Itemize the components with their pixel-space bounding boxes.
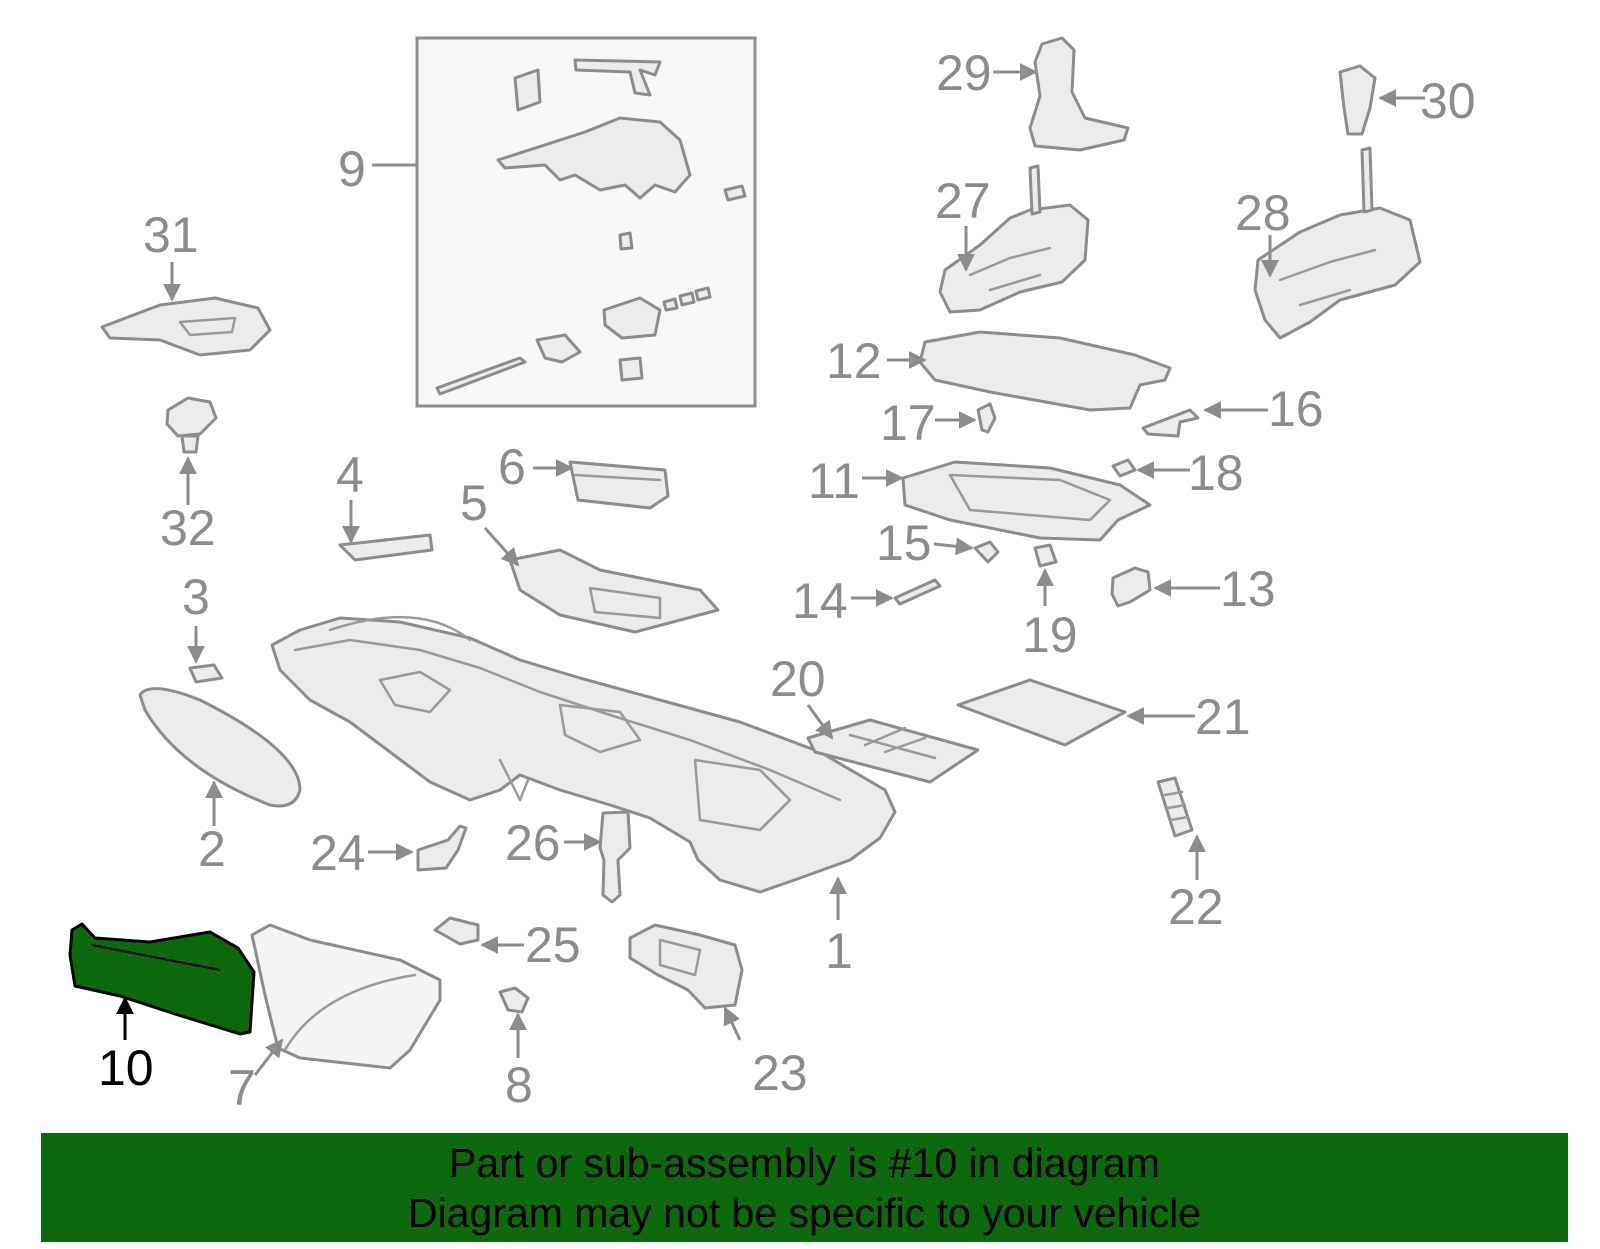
callout-2: 2 [198,821,226,877]
callout-numbers: 9 31 32 3 2 4 5 6 29 30 27 28 12 17 16 1… [98,45,1476,1116]
part-19-clip [1033,543,1058,568]
banner-line-1: Part or sub-assembly is #10 in diagram [449,1139,1160,1186]
callout-23: 23 [752,1045,808,1101]
part-30-knob [1338,64,1377,136]
leader-lines [116,63,1425,1076]
part-28-shifter [1253,206,1422,340]
callout-19: 19 [1022,607,1078,663]
callout-12: 12 [826,333,882,389]
part-1-console [270,615,897,894]
callout-9: 9 [338,141,366,197]
callout-27: 27 [935,173,991,229]
callout-31: 31 [143,207,199,263]
callout-5: 5 [460,475,488,531]
part-8-clip [498,986,530,1014]
info-banner: Part or sub-assembly is #10 in diagram D… [41,1133,1568,1242]
part-15-screw [973,540,1000,564]
part-27-shifter [938,203,1090,314]
callout-21: 21 [1195,689,1251,745]
part-13-bracket [1110,566,1152,608]
callout-20: 20 [770,651,826,707]
part-23-box [628,923,744,1010]
callout-14: 14 [792,573,848,629]
callout-18: 18 [1188,445,1244,501]
part-12-armrest [918,330,1172,412]
callout-10: 10 [98,1040,154,1096]
callout-7: 7 [228,1060,256,1116]
callout-17: 17 [880,395,936,451]
part-4-pad [338,533,434,562]
banner-line-2: Diagram may not be specific to your vehi… [407,1189,1201,1236]
callout-28: 28 [1235,185,1291,241]
part-24-bracket [416,824,468,872]
callout-4: 4 [336,447,364,503]
part-9-assembly-box [415,36,757,408]
callout-32: 32 [160,500,216,556]
callout-16: 16 [1268,381,1324,437]
callout-13: 13 [1220,561,1276,617]
part-2-panel [138,687,302,808]
callout-1: 1 [825,923,853,979]
part-14-pin [893,578,942,606]
part-32-knob [165,396,218,438]
callout-29: 29 [936,45,992,101]
callout-6: 6 [498,439,526,495]
callout-26: 26 [505,815,561,871]
callout-25: 25 [525,917,581,973]
part-25-clip [433,916,480,946]
callout-8: 8 [505,1057,533,1113]
part-17-screw [976,402,997,434]
callout-11: 11 [808,453,860,509]
callout-15: 15 [876,515,932,571]
callout-22: 22 [1168,879,1224,935]
part-3-clip [188,663,224,684]
part-26-socket [598,810,632,904]
part-16-latch [1141,408,1200,438]
part-18-clip [1111,458,1137,478]
part-29-shift-knob [1028,36,1130,152]
part-11-lid-frame [901,460,1152,542]
callout-3: 3 [182,569,210,625]
part-6-box [568,460,670,510]
part-31-lid [100,296,272,357]
callout-24: 24 [310,825,366,881]
part-21-mat [956,678,1127,747]
callout-30: 30 [1420,73,1476,129]
part-10-highlighted [68,922,256,1036]
